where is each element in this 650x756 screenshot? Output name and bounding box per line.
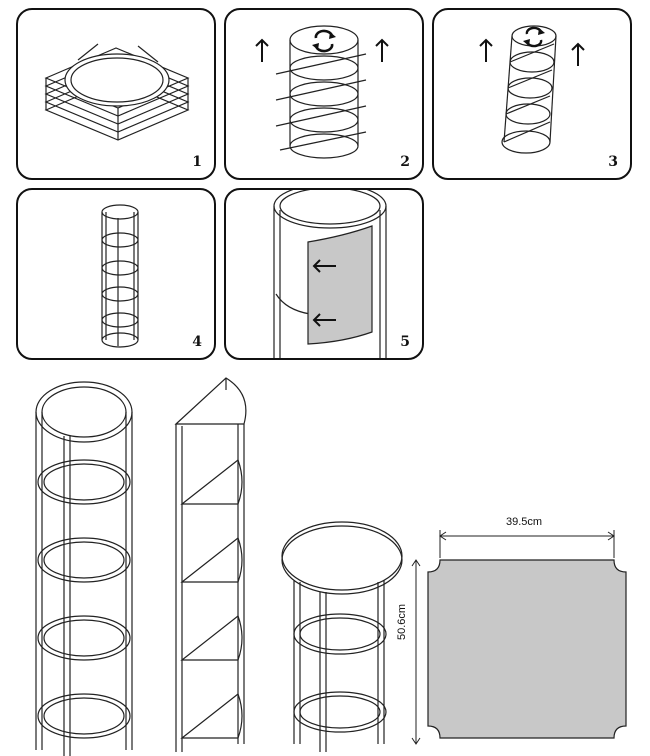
half-round-tower bbox=[174, 377, 247, 752]
arrow-left-icon bbox=[312, 259, 336, 327]
panel-height-label: 50.6cm bbox=[396, 603, 408, 640]
collapsed-shelf-illustration bbox=[44, 43, 190, 141]
rotate-arrows-icon bbox=[312, 29, 336, 53]
step-5-panel: 5 bbox=[224, 188, 424, 360]
panel-width-label: 39.5cm bbox=[506, 516, 543, 528]
step-number: 2 bbox=[400, 154, 410, 170]
step-3-panel: 3 bbox=[432, 8, 632, 180]
step-1-panel: 1 bbox=[16, 8, 216, 180]
fabric-panel bbox=[307, 225, 373, 345]
step-number: 4 bbox=[192, 334, 202, 350]
fabric-panel-dimensions bbox=[411, 530, 627, 745]
step-4-panel: 4 bbox=[16, 188, 216, 360]
insert-panel-illustration bbox=[273, 190, 387, 358]
arrow-up-icon bbox=[479, 38, 585, 66]
step-number: 3 bbox=[608, 154, 618, 170]
extended-tower-illustration bbox=[101, 204, 139, 348]
step-number: 5 bbox=[400, 334, 410, 350]
product-configurations bbox=[35, 377, 627, 756]
step-2-panel: 2 bbox=[224, 8, 424, 180]
tall-round-tower bbox=[35, 381, 133, 756]
expanding-shelf-illustration bbox=[255, 25, 389, 159]
step-number: 1 bbox=[192, 154, 202, 170]
rotate-arrows-icon bbox=[523, 26, 545, 48]
spiral-shelf-illustration bbox=[479, 25, 585, 154]
arrow-up-icon bbox=[255, 38, 389, 62]
short-round-table bbox=[281, 521, 403, 752]
